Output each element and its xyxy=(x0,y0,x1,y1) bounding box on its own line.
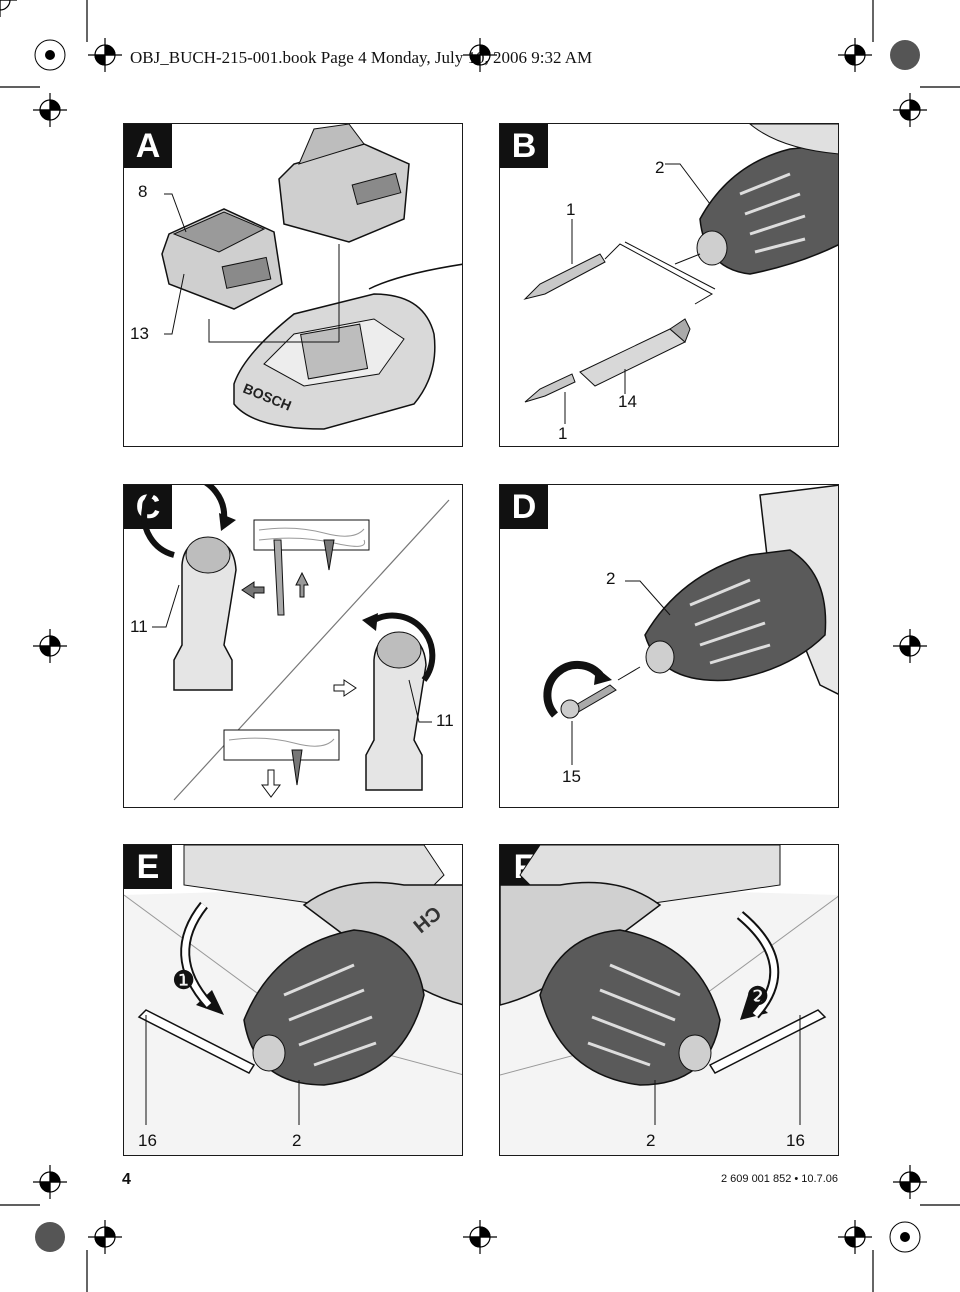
rotation-direction-illustration xyxy=(141,485,450,801)
callout-2: 2 xyxy=(292,1131,302,1150)
panel-label: D xyxy=(500,485,548,529)
callout-15: 15 xyxy=(562,767,581,786)
callout-2: 2 xyxy=(646,1131,656,1150)
screwdriving-illustration xyxy=(543,485,838,765)
callout-11-right: 11 xyxy=(436,711,454,730)
callout-16: 16 xyxy=(138,1131,157,1150)
panel-c: C 11 11 xyxy=(123,484,463,808)
panel-a: A BOSCH 8 13 xyxy=(123,123,463,447)
callout-11-left: 11 xyxy=(130,617,148,636)
callout-8: 8 xyxy=(138,182,148,201)
chuck-removal-loosen-illustration: CH xyxy=(124,845,462,1155)
callout-2: 2 xyxy=(606,569,616,588)
panel-e: E CH ❶ 16 2 xyxy=(123,844,463,1156)
callout-14: 14 xyxy=(618,392,637,411)
document-number: 2 609 001 852 • 10.7.06 xyxy=(720,1173,838,1185)
panel-label: A xyxy=(124,124,172,168)
panel-label: B xyxy=(500,124,548,168)
panel-f: F ❷ 2 16 xyxy=(499,844,839,1156)
chuck-removal-tighten-illustration xyxy=(500,845,838,1155)
battery-charger-illustration: BOSCH xyxy=(161,124,462,430)
step-2-marker: ❷ xyxy=(746,981,770,1011)
page-number: 4 xyxy=(122,1171,131,1188)
step-1-marker: ❶ xyxy=(172,965,196,995)
callout-13: 13 xyxy=(130,324,149,343)
bit-holder-illustration xyxy=(523,124,838,424)
callout-2: 2 xyxy=(655,158,665,177)
callout-1-bottom: 1 xyxy=(558,424,568,443)
callout-16: 16 xyxy=(786,1131,805,1150)
panel-label: E xyxy=(124,845,172,889)
callout-1-top: 1 xyxy=(566,200,576,219)
panel-d: D 2 15 xyxy=(499,484,839,808)
panel-b: B 2 1 14 1 xyxy=(499,123,839,447)
